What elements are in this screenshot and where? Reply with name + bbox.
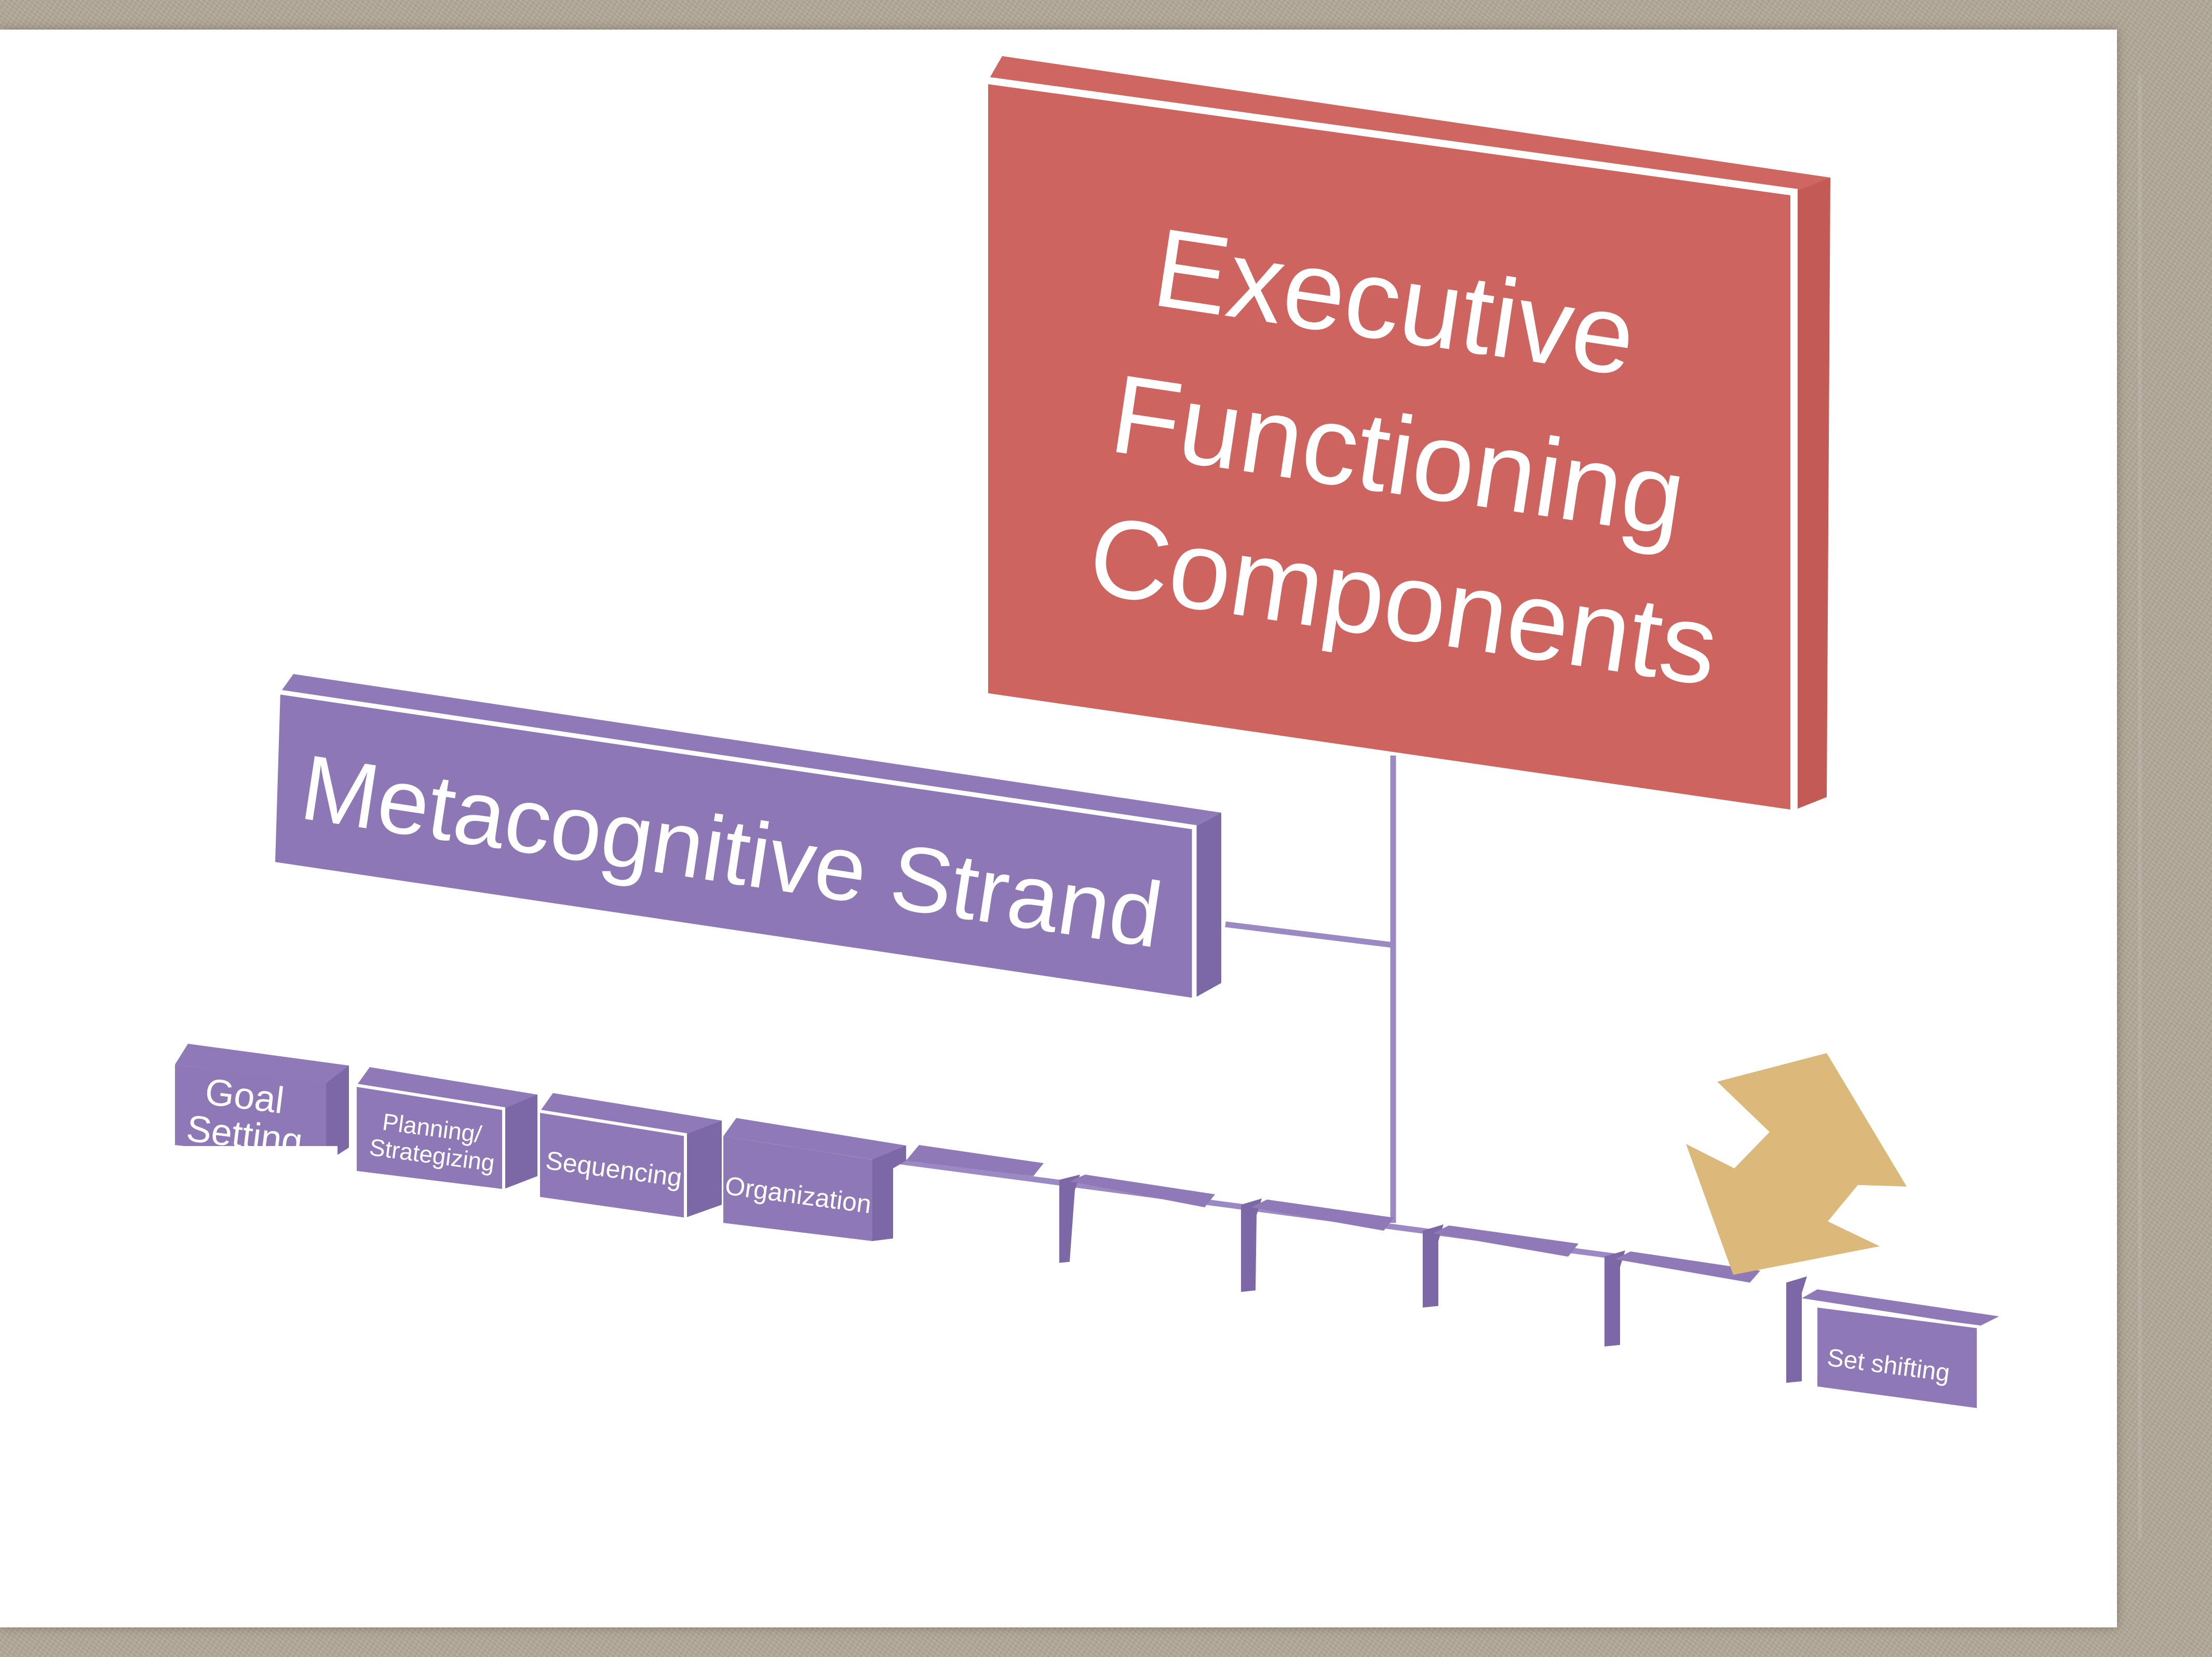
leaf-organization-top (723, 1118, 906, 1161)
leaf-set-shifting-highlight (1817, 1304, 1980, 1408)
root-node-top-face (988, 56, 1830, 196)
leaf-sequencing-front (540, 1111, 685, 1218)
leaf-organization-side (872, 1146, 906, 1241)
leaf-set-shifting-top (1802, 1289, 1999, 1327)
leaf-organization-front (723, 1136, 872, 1241)
leaf-node-blank-2 (1241, 1198, 1394, 1292)
leaf-node-planning[interactable]: Planning/ Strategizing (356, 1067, 537, 1189)
leaf-goal-side (326, 1066, 349, 1162)
leaf-node-set-shifting[interactable]: Set shifting (1786, 1276, 1999, 1408)
leaf-sequencing-highlight (539, 1110, 687, 1218)
leaf-planning-highlight (356, 1084, 505, 1189)
leaf-set-shifting-side (1978, 1316, 1999, 1408)
strand-node[interactable]: Metacognitive Strand (275, 674, 1221, 998)
leaf-blank-4-side (1604, 1250, 1625, 1346)
leaf-goal-clip-mask (171, 1146, 338, 1172)
strand-node-top-face (280, 674, 1221, 827)
leaf-node-blank-3 (1423, 1224, 1579, 1308)
leaf-blank-2-side (1241, 1198, 1262, 1292)
leaf-node-organization[interactable]: Organization (723, 1118, 906, 1241)
root-node[interactable]: Executive Functioning Components (988, 56, 1830, 810)
root-node-highlight (988, 77, 1798, 810)
strand-node-side-face (1194, 813, 1221, 998)
leaf-blank-4-top (1615, 1251, 1760, 1283)
leaf-blank-2-top (1251, 1200, 1394, 1231)
leaf-sequencing-top (540, 1093, 722, 1136)
leaf-planning-top (357, 1067, 537, 1111)
leaf-set-shifting-front (1817, 1306, 1978, 1408)
leaf-set-shifting-side-left (1786, 1276, 1807, 1383)
slide-edge-shadow (2137, 73, 2143, 1542)
leaf-node-goal-setting[interactable]: Goal Setting (171, 1044, 349, 1172)
leaf-goal-front (175, 1065, 326, 1162)
leaf-blank-3-side (1423, 1224, 1444, 1308)
root-node-front-face (988, 80, 1794, 810)
leaf-blank-1-top-right (1070, 1175, 1215, 1207)
leaf-blank-3-top (1433, 1225, 1579, 1257)
leaf-node-sequencing[interactable]: Sequencing (539, 1093, 722, 1218)
leaf-nodes: Goal Setting Planning/ Strategizing Sequ… (171, 1044, 1999, 1408)
leaf-sequencing-side (685, 1121, 722, 1218)
double-headed-arrow-icon (1686, 1053, 1907, 1275)
leaf-node-blank-4 (1604, 1250, 1760, 1346)
root-node-side-face (1794, 178, 1830, 810)
leaf-node-blank-1 (906, 1145, 1215, 1263)
strand-node-highlight (280, 690, 1197, 998)
leaf-planning-side (504, 1095, 537, 1189)
strand-node-front-face (275, 692, 1194, 998)
strand-connector (1225, 921, 1394, 948)
leaf-planning-front (357, 1085, 504, 1189)
leaf-blank-1-side (1059, 1175, 1080, 1263)
leaf-blank-1-top (906, 1145, 1044, 1176)
leaf-goal-top (175, 1044, 349, 1085)
double-arrow-shape (1686, 1053, 1907, 1275)
leaf-goal-label-line1: Goal (203, 1071, 287, 1122)
